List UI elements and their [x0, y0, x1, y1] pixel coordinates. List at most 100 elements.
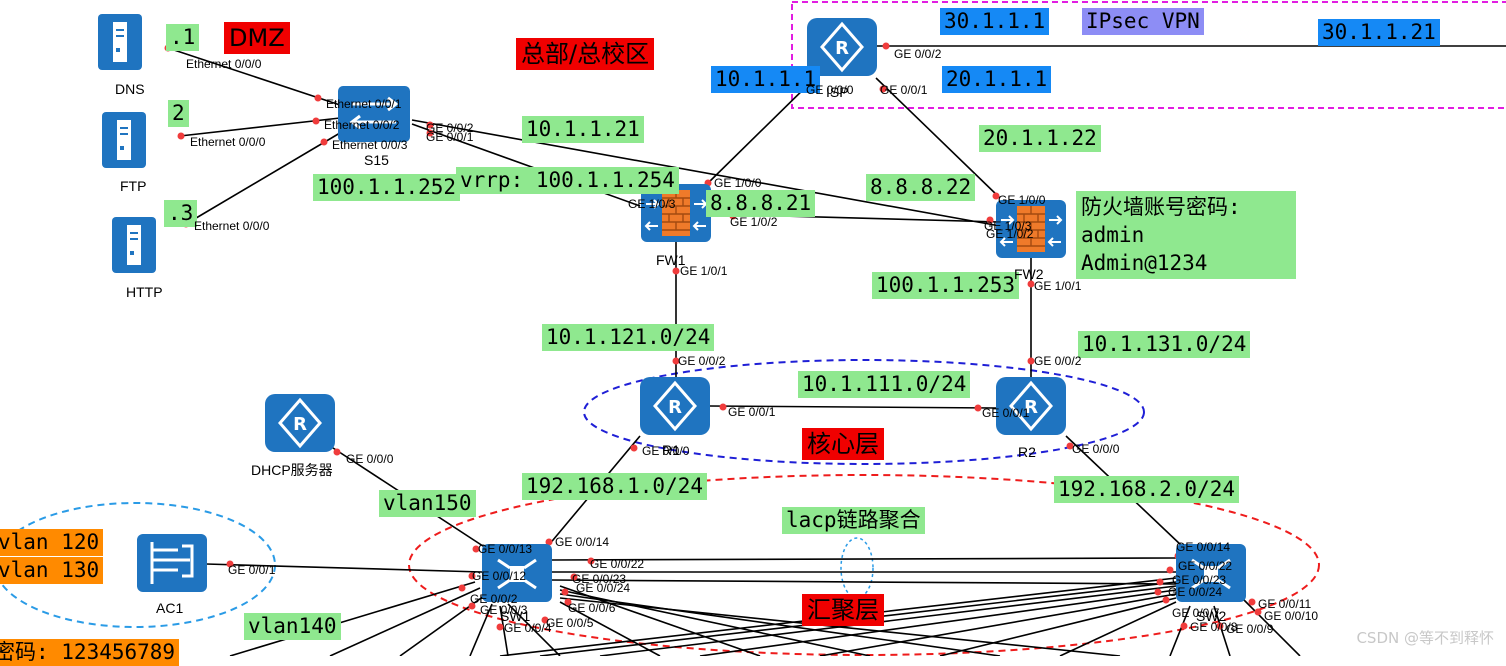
port-sw1-ge0012: GE 0/0/12: [472, 569, 527, 583]
port-r2-ge000: GE 0/0/0: [1072, 442, 1120, 456]
ip-fw1-heartbeat-label: 8.8.8.21: [706, 190, 816, 217]
ip-fw2-uplink-label: 20.1.1.22: [979, 125, 1101, 152]
port-r1-ge000: GE 0/0/0: [642, 444, 690, 458]
ac1-controller-icon[interactable]: [137, 534, 207, 592]
isp-router-icon[interactable]: R: [807, 18, 877, 76]
link-sw1-down-1: [329, 587, 481, 656]
fw-account-password: Admin@1234: [1081, 251, 1208, 275]
fw-account-title: 防火墙账号密码:: [1081, 195, 1241, 219]
sw1-name: SW1: [500, 608, 531, 624]
fw-account-user: admin: [1081, 223, 1145, 247]
link-sw2-down-1: [599, 585, 1177, 656]
lacp-ellipse: [840, 537, 874, 599]
ac1-name: AC1: [156, 600, 184, 616]
sw2-switch-icon[interactable]: [1176, 544, 1246, 602]
fw2-firewall-icon[interactable]: [996, 200, 1066, 258]
ip-fw2-heartbeat-label: 8.8.8.22: [866, 174, 976, 201]
r2-router-icon[interactable]: R: [996, 377, 1066, 435]
ac-zone-ellipse: [0, 502, 276, 628]
isp-name: ISP: [826, 84, 849, 100]
ftp-name: FTP: [120, 178, 147, 194]
http-name: HTTP: [126, 284, 163, 300]
s15-name: S15: [364, 152, 389, 168]
ip-vpn-local-label: 30.1.1.1: [940, 8, 1050, 35]
port-r2-ge001: GE 0/0/1: [982, 406, 1030, 420]
port-sw2-ge0024: GE 0/0/24: [1168, 585, 1223, 599]
port-s15-e003: Ethernet 0/0/3: [332, 138, 408, 152]
link-sw1-sw2-a: [551, 557, 1179, 561]
vlan150-label: vlan150: [379, 490, 476, 517]
core-layer-ellipse: [583, 359, 1145, 465]
port-dns-e000: Ethernet 0/0/0: [186, 57, 262, 71]
link-sw1-down-9: [559, 593, 1001, 656]
port-sw2-ge0023: GE 0/0/23: [1172, 573, 1227, 587]
dns-server-icon[interactable]: [98, 14, 142, 70]
link-sw1-down-4: [499, 605, 509, 656]
port-s15-e001: Ethernet 0/0/1: [326, 97, 402, 111]
svg-text:R: R: [668, 397, 682, 418]
zone-dmz-label: DMZ: [224, 22, 290, 54]
link-sw2-down-6: [1169, 605, 1191, 656]
port-sw1-ge002: GE 0/0/2: [470, 592, 518, 606]
port-dhcp-ge000: GE 0/0/0: [346, 452, 394, 466]
net-r2-sw2-label: 192.168.2.0/24: [1054, 476, 1240, 503]
link-sw1-sw2-c: [551, 579, 1177, 585]
fw1-name: FW1: [656, 252, 686, 268]
port-isp-ge002: GE 0/0/2: [894, 47, 942, 61]
server-http-ip-label: .3: [164, 200, 198, 227]
port-ftp-e000: Ethernet 0/0/0: [190, 135, 266, 149]
sw2-name: SW2: [1196, 608, 1227, 624]
link-sw2-down-4: [939, 597, 1177, 656]
port-fw2-ge101: GE 1/0/1: [1034, 279, 1082, 293]
ftp-server-icon[interactable]: [102, 112, 146, 168]
vlan130-label: vlan 130: [0, 557, 104, 584]
port-r2-ge002: GE 0/0/2: [1034, 354, 1082, 368]
http-server-icon[interactable]: [112, 217, 156, 273]
s15-switch-icon[interactable]: [338, 86, 410, 142]
port-sw2-ge009: GE 0/0/9: [1226, 622, 1274, 636]
link-ac1-sw1: [205, 563, 483, 573]
zone-aggregation-label: 汇聚层: [802, 594, 884, 626]
port-fw2-ge100: GE 1/0/0: [998, 193, 1046, 207]
link-sw1-down-3: [469, 603, 493, 656]
link-sw2-down-5: [1059, 601, 1177, 656]
link-sw2-down-7: [1213, 605, 1231, 656]
ipsec-vpn-label: IPsec VPN: [1082, 8, 1204, 35]
svg-text:R: R: [835, 38, 849, 59]
port-isp-ge001: GE 0/0/1: [880, 83, 928, 97]
fw2-name: FW2: [1014, 266, 1044, 282]
port-sw1-ge006: GE 0/0/6: [568, 601, 616, 615]
port-sw1-ge0023: GE 0/0/23: [572, 572, 627, 586]
dhcp-server-router-icon[interactable]: R: [265, 394, 335, 452]
port-sw2-ge0010: GE 0/0/10: [1264, 609, 1319, 623]
port-sw2-ge007: GE 0/0/7: [1172, 606, 1220, 620]
port-sw1-ge003: GE 0/0/3: [480, 603, 528, 617]
link-sw1-down-5: [507, 603, 561, 656]
vlan140-label: vlan140: [244, 613, 341, 640]
link-sw2-down-3: [819, 593, 1177, 656]
r2-name: R2: [1018, 444, 1036, 460]
link-s15-fw2: [411, 119, 1001, 227]
port-fw1-ge100: GE 1/0/0: [714, 176, 762, 190]
dhcp-name: DHCP服务器: [251, 462, 333, 478]
server-ftp-ip-label: 2: [168, 100, 189, 127]
vlan120-label: vlan 120: [0, 529, 104, 556]
svg-text:R: R: [1024, 397, 1038, 418]
port-fw2-ge102: GE 1/0/2: [986, 227, 1034, 241]
link-sw2-down-8: [1239, 595, 1301, 656]
sw1-switch-icon[interactable]: [482, 544, 552, 602]
fw1-firewall-icon[interactable]: [641, 184, 711, 242]
port-sw1-ge005: GE 0/0/5: [546, 616, 594, 630]
port-fw1-ge101: GE 1/0/1: [680, 264, 728, 278]
net-fw1-r1-label: 10.1.121.0/24: [542, 324, 715, 351]
r1-router-icon[interactable]: R: [640, 377, 710, 435]
port-fw1-ge102: GE 1/0/2: [730, 215, 778, 229]
password-label: 密码: 123456789: [0, 639, 180, 666]
port-sw1-ge004: GE 0/0/4: [504, 621, 552, 635]
link-sw1-down-11: [559, 601, 661, 656]
port-sw2-ge008: GE 0/0/8: [1190, 620, 1238, 634]
ip-vpn-remote-label: 30.1.1.21: [1318, 19, 1440, 46]
watermark: CSDN @等不到释怀: [1356, 629, 1494, 647]
port-sw1-ge0014: GE 0/0/14: [555, 535, 610, 549]
dns-name: DNS: [115, 81, 145, 97]
